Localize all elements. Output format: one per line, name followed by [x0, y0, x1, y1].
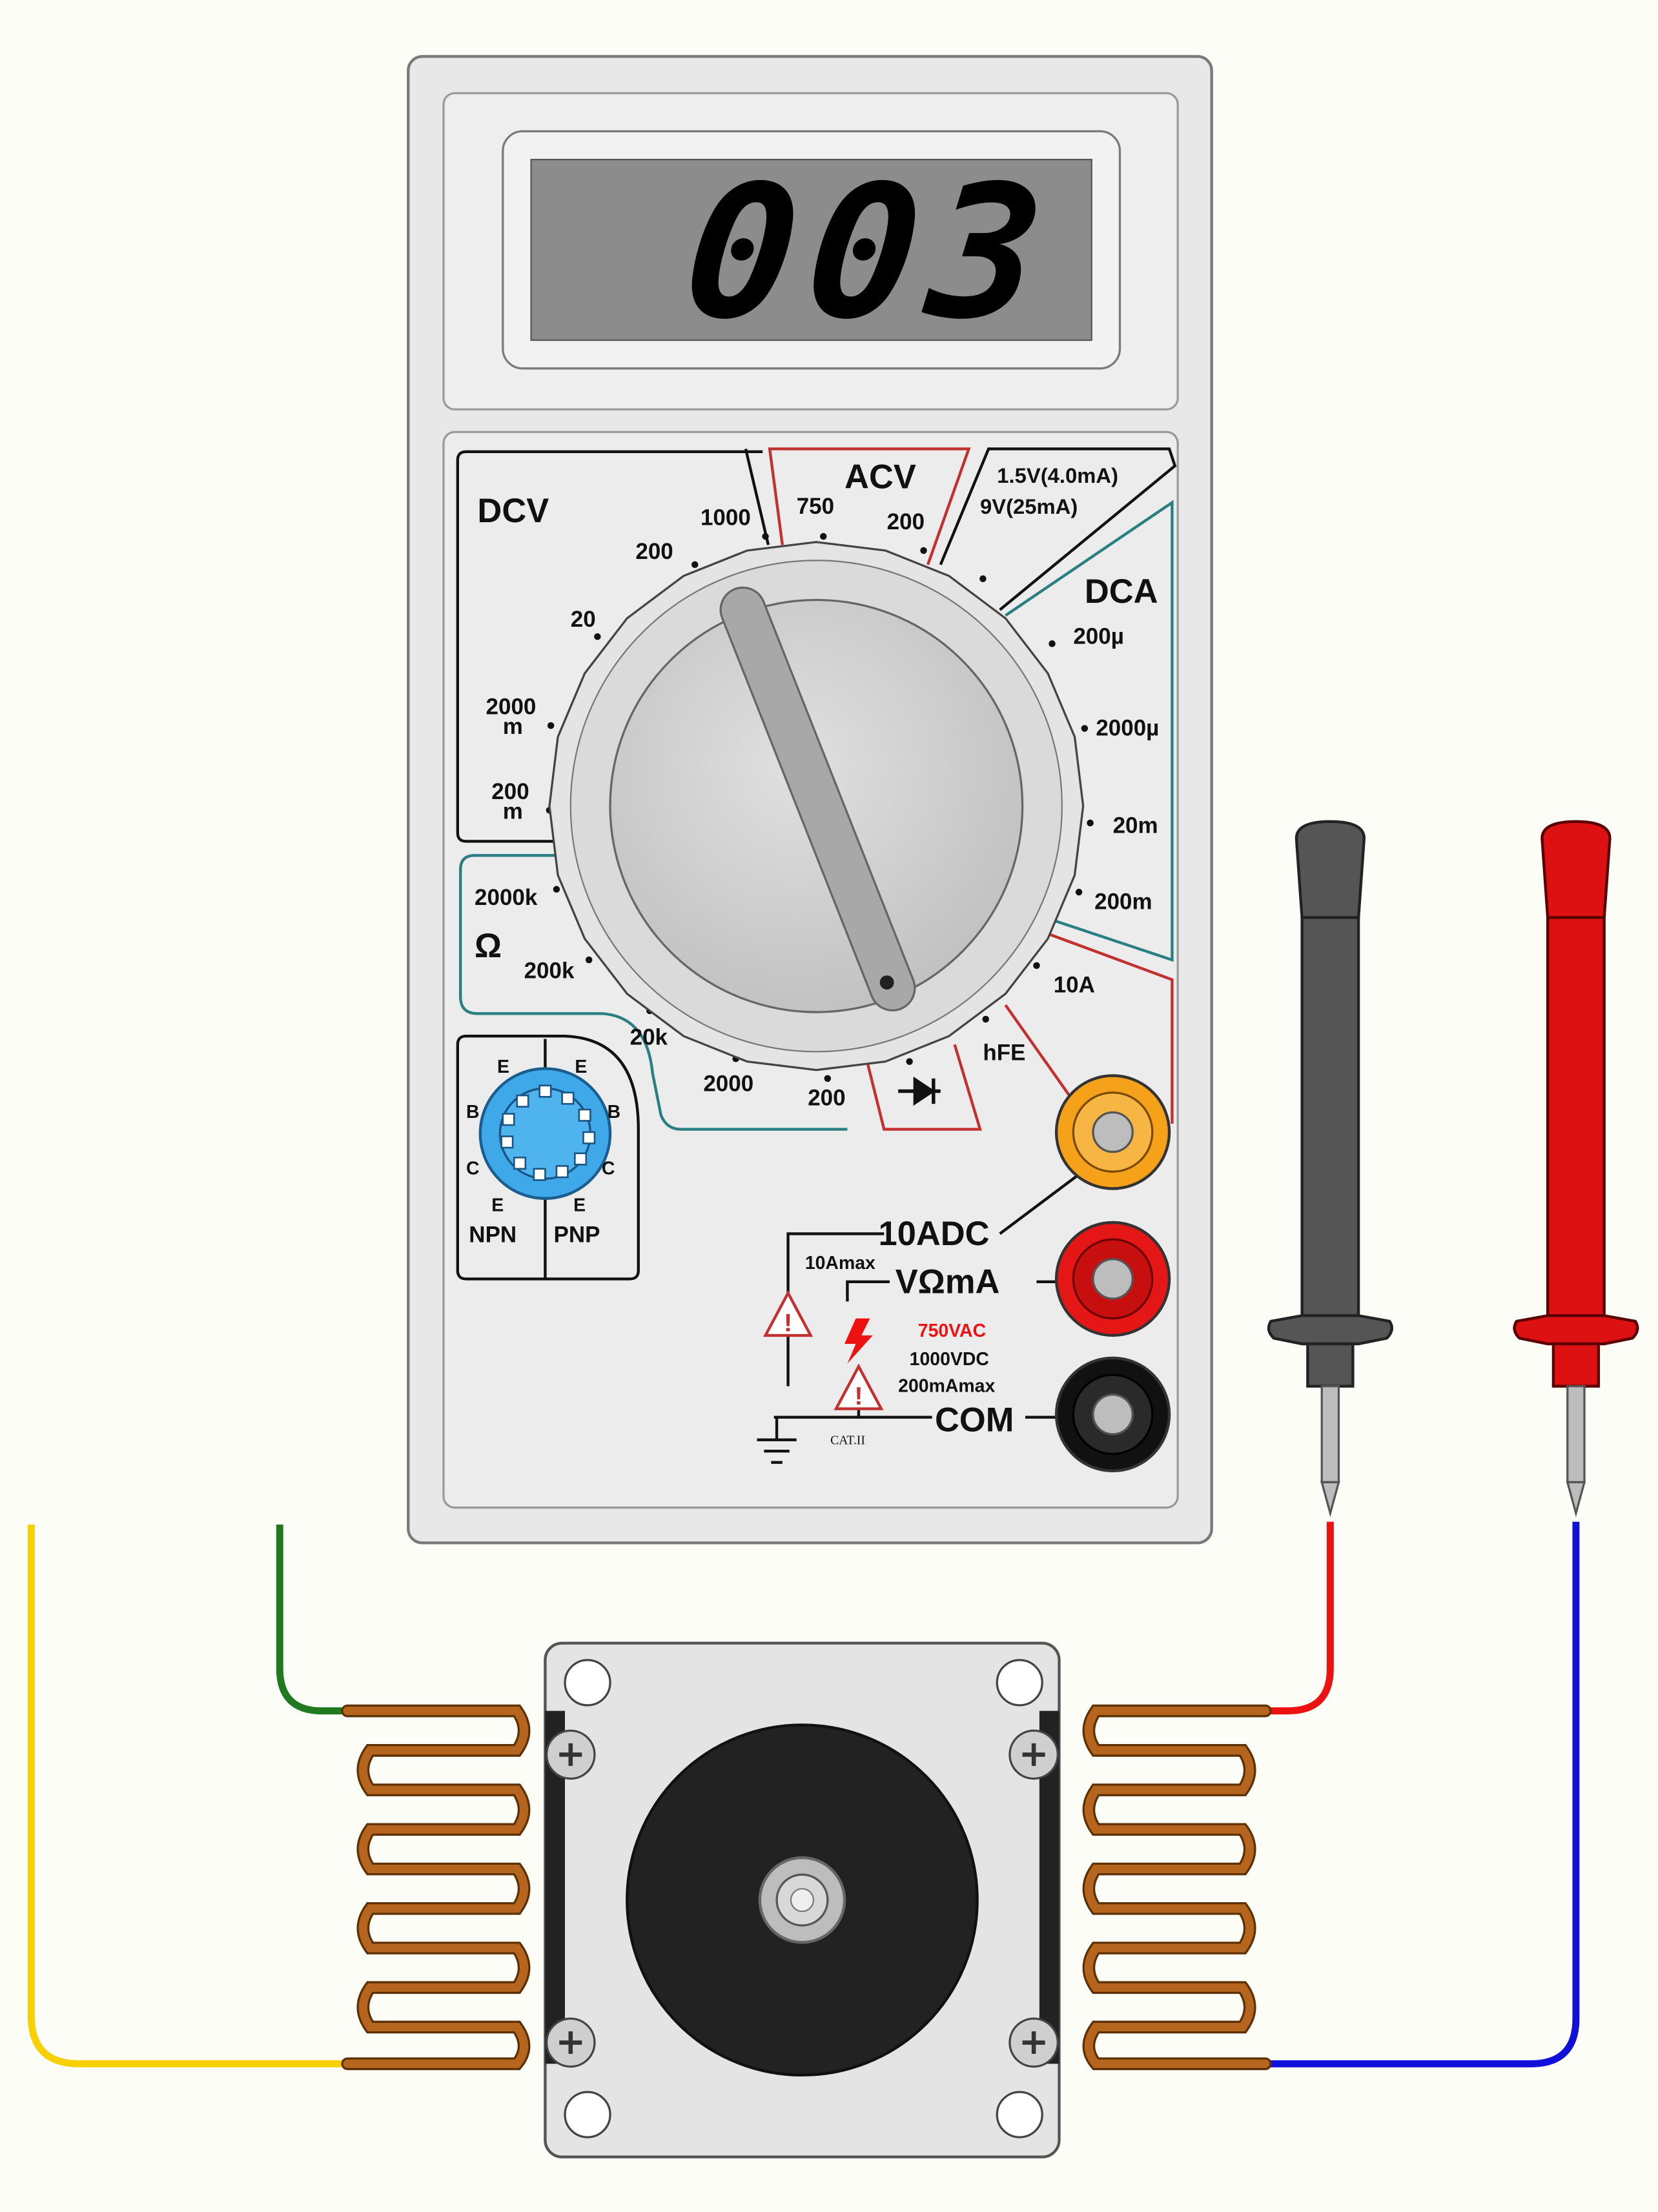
jack-10amax-label: 10Amax [805, 1253, 875, 1273]
ohm-symbol: Ω [475, 927, 502, 965]
battery-label-1: 1.5V(4.0mA) [997, 463, 1118, 487]
range-ohm-2000: 2000 [703, 1071, 753, 1097]
jack-vohm-label: VΩmA [896, 1263, 1000, 1301]
jack-10adc-label: 10ADC [879, 1215, 990, 1253]
multimeter: 003 DCV ACV DCA Ω 1.5V(4.0mA) 9V(25mA) 1… [407, 55, 1213, 1545]
jack-com-label: COM [935, 1401, 1014, 1439]
mount-hole-top-left [564, 1659, 611, 1707]
jack-10a[interactable] [1054, 1074, 1171, 1190]
knob-pointer-fill [721, 588, 914, 1010]
high-voltage-icon [844, 1318, 873, 1364]
hfe-left-pin-b: B [466, 1102, 480, 1122]
acv-title: ACV [844, 458, 916, 496]
rating-200mamax: 200mAmax [898, 1375, 995, 1396]
screw-bottom-right-icon [1008, 2017, 1059, 2068]
dcv-section-edge [744, 448, 770, 545]
range-ohm-20k: 20k [630, 1024, 668, 1050]
range-dcv-2000m-unit: m [503, 714, 523, 739]
other-range-labels: 10A hFE [983, 972, 1095, 1065]
black-probe[interactable] [1267, 820, 1393, 1517]
lcd-screen [530, 159, 1092, 341]
hfe-right-pin-b: B [608, 1102, 621, 1122]
hfe-right-pin-e-bottom: E [573, 1195, 586, 1215]
red-wire [1265, 1521, 1334, 1715]
stepper-motor [544, 1641, 1061, 2158]
range-dca-20m: 20m [1113, 813, 1158, 838]
battery-section-border [939, 447, 1177, 611]
hfe-pnp-label: PNP [554, 1223, 600, 1248]
range-dca-200m: 200m [1094, 889, 1152, 914]
range-ohm-200k: 200k [524, 959, 575, 984]
range-ohm-2000k: 2000k [475, 885, 538, 910]
mount-hole-top-right [996, 1659, 1043, 1707]
ohm-section-border [459, 854, 848, 1131]
range-ohm-200: 200 [808, 1085, 845, 1110]
range-selector-knob[interactable] [548, 541, 1085, 1071]
acv-range-labels: 750 200 [797, 494, 925, 534]
hfe-left-pin-c: C [466, 1159, 480, 1179]
green-wire [276, 1524, 348, 1715]
range-10a: 10A [1054, 972, 1095, 997]
range-dcv-200: 200 [635, 539, 673, 564]
ten-amp-section-border [1041, 930, 1174, 1124]
dca-title: DCA [1085, 573, 1158, 611]
rating-1000vdc: 1000VDC [910, 1349, 989, 1370]
mount-hole-bottom-right [996, 2091, 1043, 2138]
hfe-npn-label: NPN [469, 1223, 517, 1248]
range-dcv-20: 20 [571, 607, 596, 632]
right-coil [1082, 1704, 1272, 2071]
dcv-title: DCV [477, 492, 549, 530]
ohm-range-labels: 2000k 200k 20k 2000 200 [475, 885, 846, 1111]
warning-icon-right: ! [834, 1363, 884, 1410]
rating-750vac: 750VAC [918, 1321, 986, 1341]
dcv-section-border [456, 450, 763, 843]
range-dcv-2000m: 2000 [486, 695, 537, 720]
motor-shaft-center [790, 1888, 815, 1913]
blue-wire [1265, 1521, 1580, 2067]
range-dcv-200m: 200 [491, 779, 529, 804]
range-dots [546, 533, 1094, 1082]
screw-bottom-left-icon [545, 2017, 596, 2068]
hfe-right-pin-c: C [602, 1159, 615, 1179]
range-hfe: hFE [983, 1040, 1025, 1065]
range-acv-200: 200 [887, 509, 925, 534]
left-coil [341, 1704, 531, 2071]
svg-text:!: ! [854, 1382, 863, 1410]
screw-top-left-icon [545, 1729, 596, 1780]
hfe-socket[interactable]: E B C E E B C E NPN PNP [456, 1035, 640, 1281]
acv-section-border [768, 447, 971, 565]
mount-hole-bottom-left [564, 2091, 611, 2138]
red-probe[interactable] [1513, 820, 1639, 1517]
hfe-left-pin-e-bottom: E [491, 1195, 504, 1215]
range-dcv-200m-unit: m [503, 798, 523, 824]
yellow-wire [27, 1524, 348, 2067]
dca-section-border [1005, 500, 1174, 962]
diode-icon [898, 1076, 941, 1106]
dca-range-labels: 200µ 2000µ 20m 200m [1073, 624, 1159, 914]
dcv-range-labels: 1000 200 20 2000 m 200 m [486, 505, 751, 824]
hfe-right-pin-e-top: E [575, 1057, 587, 1077]
svg-text:!: ! [784, 1308, 792, 1337]
screw-top-right-icon [1008, 1729, 1059, 1780]
range-dca-2000u: 2000µ [1096, 715, 1159, 740]
battery-label-2: 9V(25mA) [980, 494, 1078, 518]
jack-vohm[interactable] [1054, 1221, 1171, 1337]
range-dcv-1000: 1000 [701, 505, 751, 531]
warning-icon-left: ! [762, 1290, 814, 1337]
range-acv-750: 750 [797, 494, 834, 519]
diode-section-border [863, 1044, 982, 1131]
hfe-left-pin-e-top: E [497, 1057, 509, 1077]
cat-rating-label: CAT.II [830, 1433, 865, 1447]
range-dca-200u: 200µ [1073, 624, 1124, 649]
hfe-pin-holes [500, 1084, 596, 1181]
lcd-reading: 003 [675, 147, 1063, 360]
jack-com[interactable] [1054, 1356, 1171, 1473]
knob-pointer-dot [879, 975, 894, 990]
